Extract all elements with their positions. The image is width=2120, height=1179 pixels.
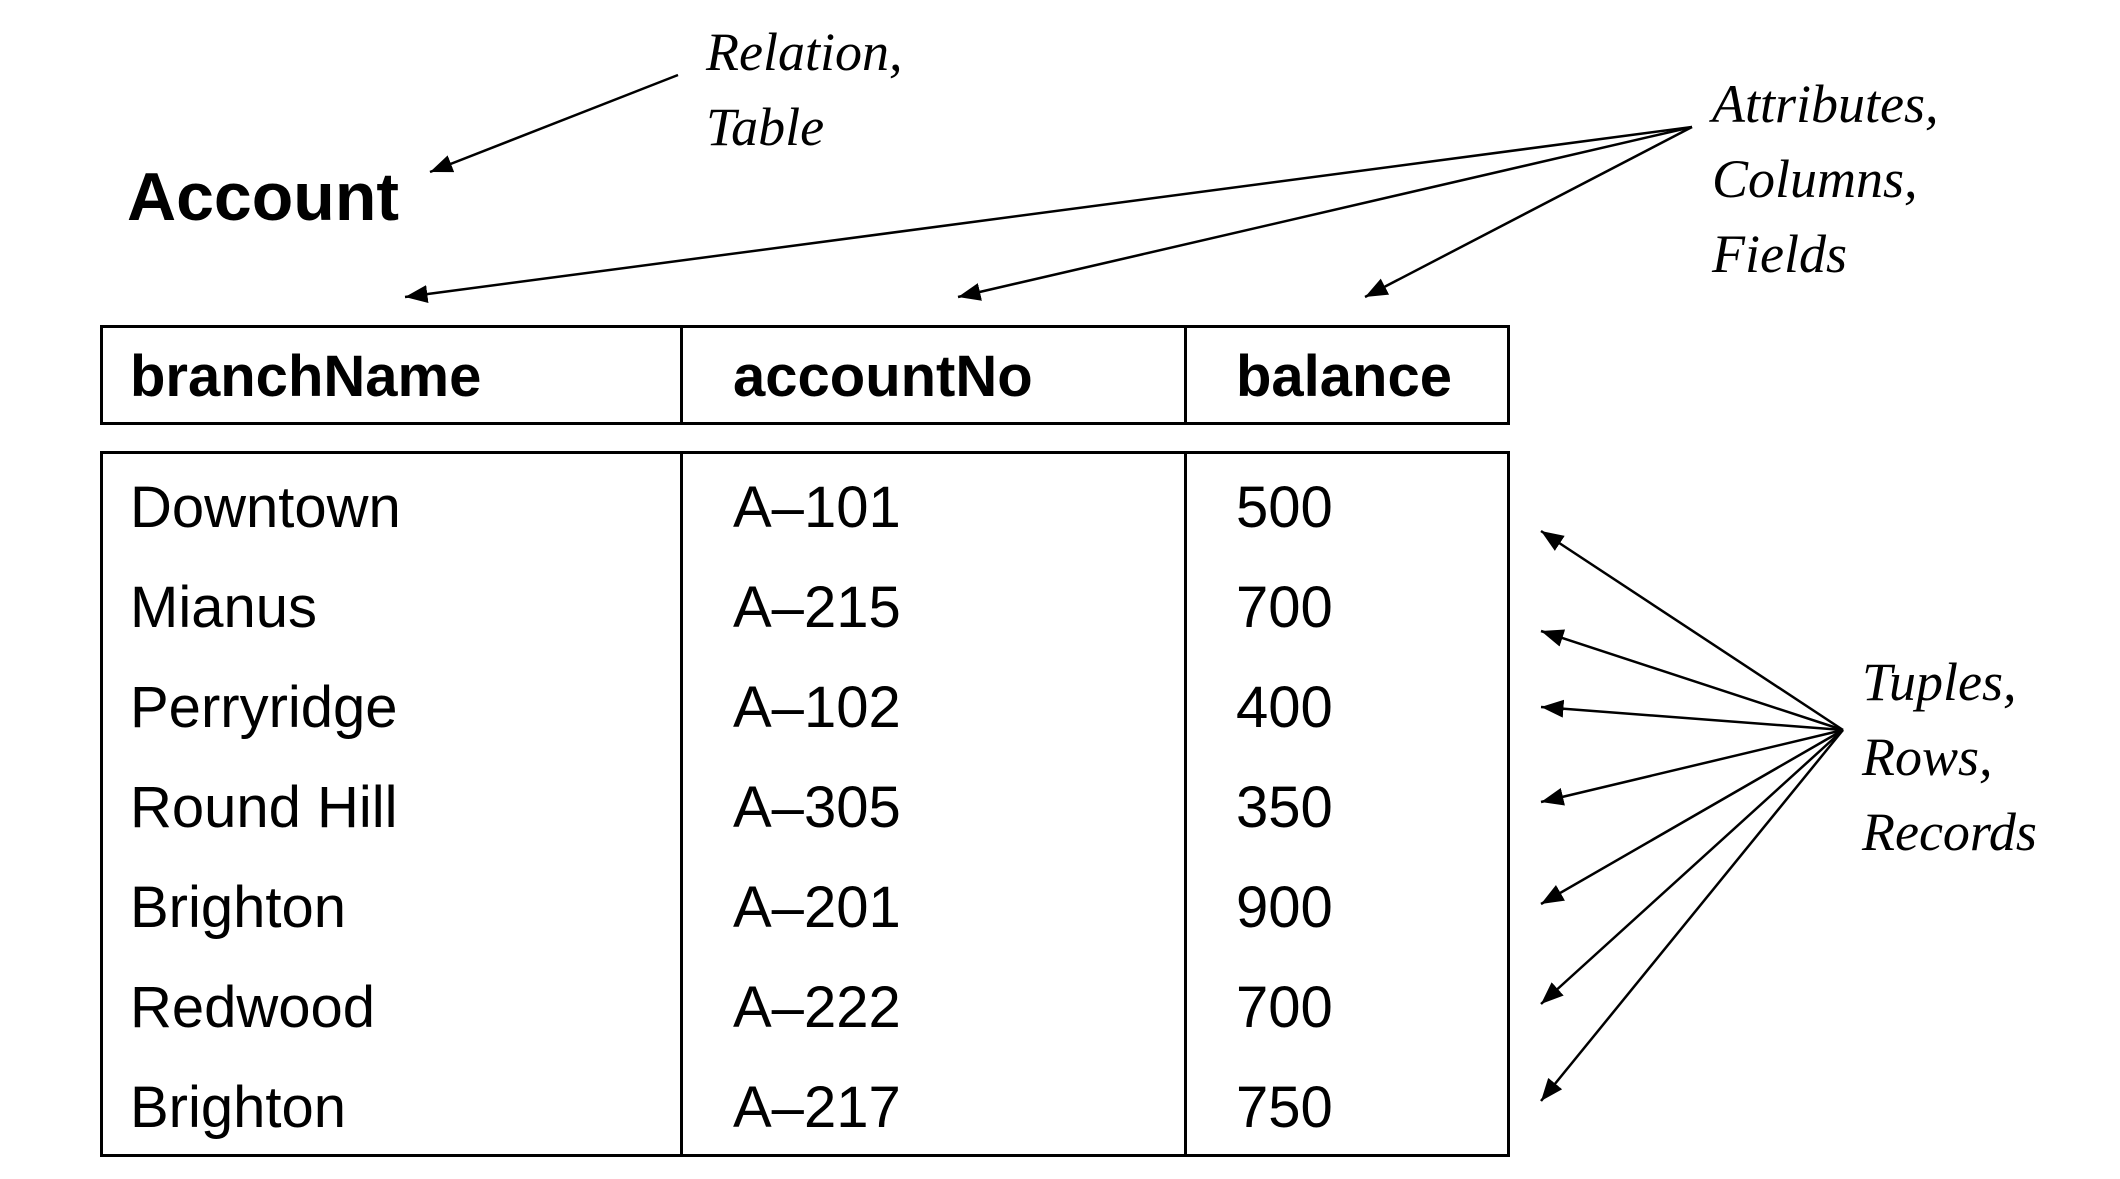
tuple-arrow-4 <box>1540 728 1844 806</box>
table-header: branchName accountNo balance <box>100 325 1510 425</box>
relation-label-line: Table <box>706 97 825 157</box>
cell-balance: 500 <box>1236 475 1333 540</box>
cell-accountno: A–215 <box>733 575 901 640</box>
cell-balance: 700 <box>1236 575 1333 640</box>
cell-accountno: A–305 <box>733 775 901 840</box>
cell-balance: 900 <box>1236 875 1333 940</box>
relation-label-line: Relation, <box>706 22 903 82</box>
attributes-label-line: Columns, <box>1712 149 1918 209</box>
cell-accountno: A–217 <box>733 1075 901 1140</box>
attributes-label-line: Fields <box>1712 224 1847 284</box>
tuple-arrow-5 <box>1540 728 1844 906</box>
cell-balance: 750 <box>1236 1075 1333 1140</box>
tuples-label: Tuples, Rows, Records <box>1862 645 2037 870</box>
tuples-label-line: Rows, <box>1862 727 1993 787</box>
table-title: Account <box>127 159 399 235</box>
cell-balance: 400 <box>1236 675 1333 740</box>
tuple-arrow-2 <box>1540 629 1844 732</box>
tuple-arrow-7 <box>1540 729 1844 1102</box>
cell-accountno: A–102 <box>733 675 901 740</box>
attributes-label-line: Attributes, <box>1712 74 1939 134</box>
column-divider <box>1184 328 1187 422</box>
tuple-arrow-6 <box>1540 729 1844 1005</box>
tuple-arrow-1 <box>1540 529 1844 732</box>
relation-label: Relation, Table <box>706 15 902 165</box>
column-divider <box>680 328 683 422</box>
cell-branchname: Brighton <box>130 875 347 940</box>
attribute-arrow-branchname <box>404 125 1693 303</box>
column-divider <box>1184 454 1187 1154</box>
cell-branchname: Downtown <box>130 475 401 540</box>
cell-balance: 700 <box>1236 975 1333 1040</box>
cell-branchname: Round Hill <box>130 775 398 840</box>
tuples-label-line: Tuples, <box>1862 652 2017 712</box>
cell-branchname: Brighton <box>130 1075 347 1140</box>
cell-accountno: A–101 <box>733 475 901 540</box>
column-header-branchname: branchName <box>130 344 482 409</box>
cell-accountno: A–222 <box>733 975 901 1040</box>
column-header-accountno: accountNo <box>733 344 1033 409</box>
cell-branchname: Perryridge <box>130 675 398 740</box>
relation-arrow <box>429 73 679 174</box>
table-body: Downtown A–101 500 Mianus A–215 700 Perr… <box>100 451 1510 1157</box>
cell-accountno: A–201 <box>733 875 901 940</box>
tuples-label-line: Records <box>1862 802 2037 862</box>
tuple-arrow-3 <box>1540 699 1844 732</box>
attribute-arrow-balance <box>1364 125 1693 299</box>
column-divider <box>680 454 683 1154</box>
column-header-balance: balance <box>1236 344 1452 409</box>
cell-branchname: Mianus <box>130 575 317 640</box>
attributes-label: Attributes, Columns, Fields <box>1712 67 1939 292</box>
cell-branchname: Redwood <box>130 975 376 1040</box>
attribute-arrow-accountno <box>957 125 1693 301</box>
cell-balance: 350 <box>1236 775 1333 840</box>
